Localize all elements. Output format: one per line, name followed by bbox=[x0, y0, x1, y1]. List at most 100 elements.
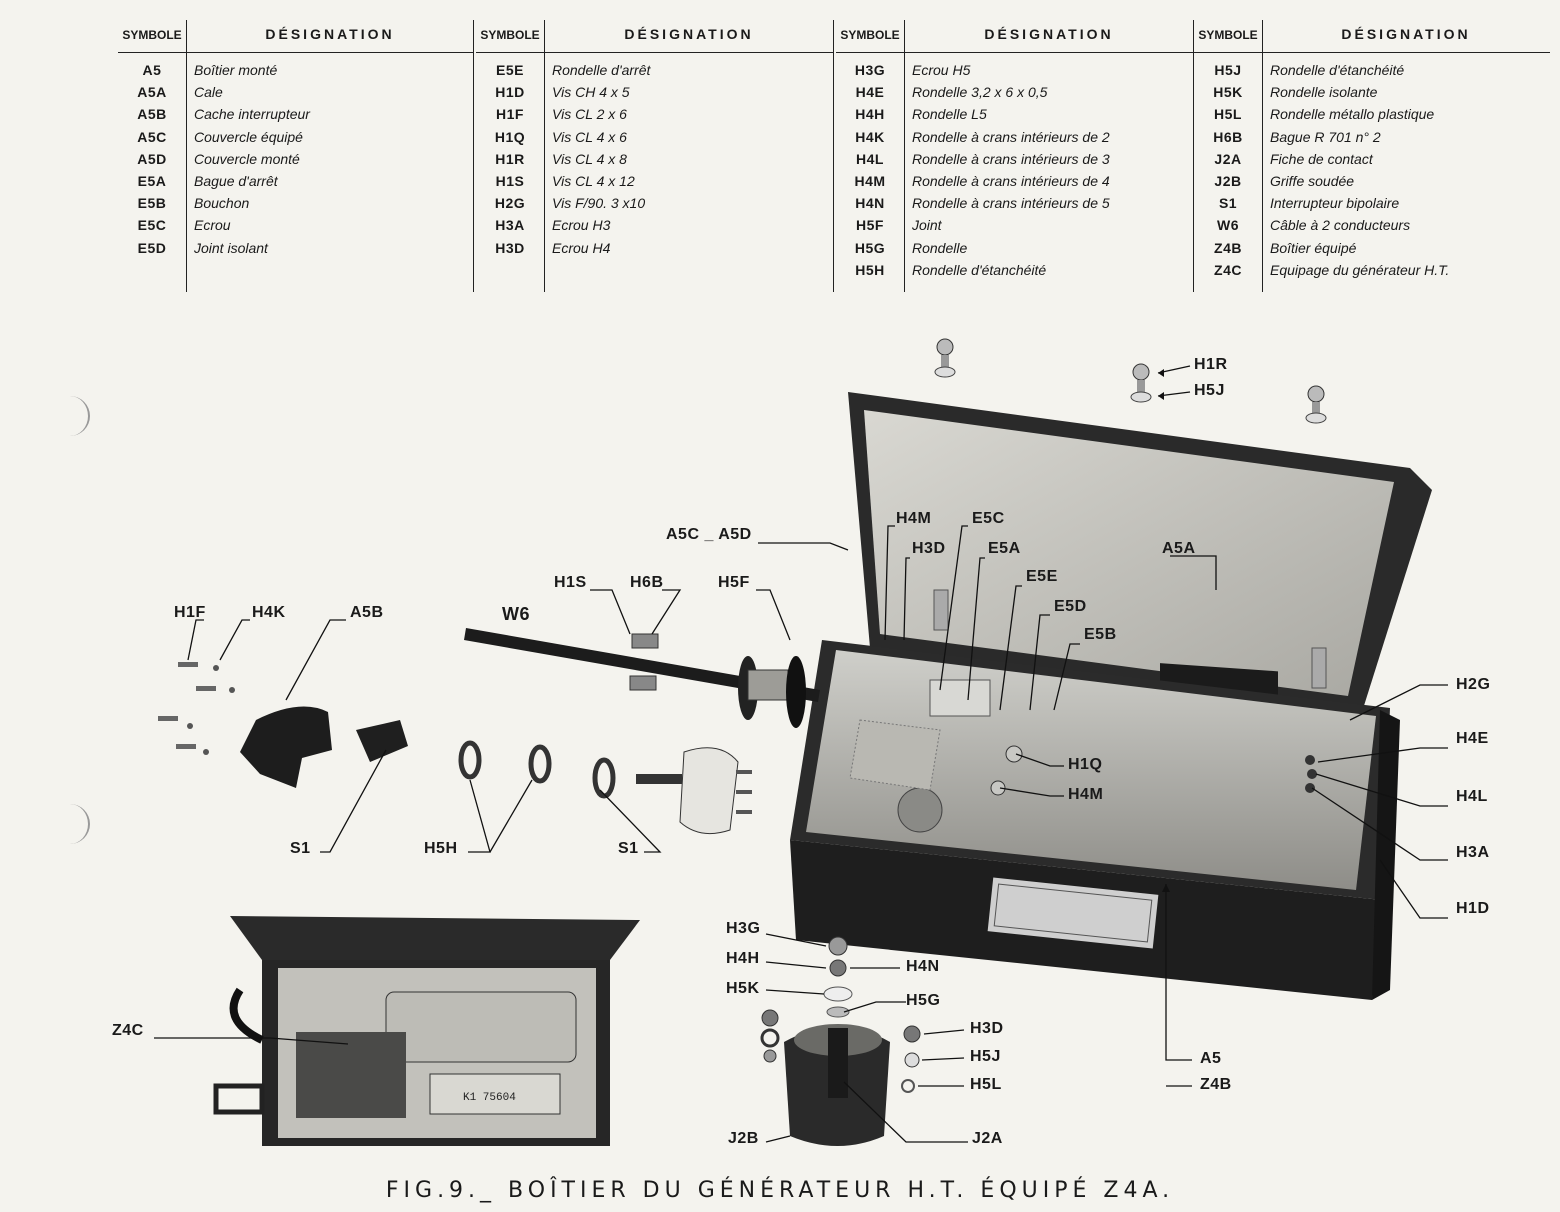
symbol-cell: H3D bbox=[495, 239, 525, 256]
symbol-cell: W6 bbox=[1217, 217, 1239, 234]
callout-z4b: Z4B bbox=[1200, 1076, 1232, 1093]
symbol-cell: H1R bbox=[495, 150, 525, 167]
designation-cell: Cale bbox=[194, 84, 223, 101]
callout-h5l: H5L bbox=[970, 1076, 1002, 1093]
column-header-designation: DÉSIGNATION bbox=[984, 26, 1114, 42]
designation-cell: Ecrou H5 bbox=[912, 62, 971, 78]
designation-cell: Rondelle bbox=[912, 239, 968, 256]
designation-cell: Ecrou H4 bbox=[552, 239, 611, 256]
symbol-cell: Z4C bbox=[1214, 261, 1242, 278]
callout-h2g: H2G bbox=[1456, 676, 1491, 693]
designation-cell: Joint isolant bbox=[194, 239, 268, 256]
designation-cell: Bouchon bbox=[194, 195, 250, 212]
callout-h3d-top: H3D bbox=[912, 540, 946, 557]
symbol-cell: A5 bbox=[142, 62, 162, 78]
table-row: H1S Vis CL 4 x 12 bbox=[476, 173, 834, 195]
callout-a5a: A5A bbox=[1162, 540, 1196, 557]
designation-cell: Ecrou bbox=[194, 217, 231, 234]
exploded-view-figure: K1 75604 H1R H5J A5C _ A5D H4M E5C H3D E… bbox=[0, 300, 1560, 1170]
column-header-designation: DÉSIGNATION bbox=[624, 26, 754, 42]
toggle-switch bbox=[679, 747, 739, 835]
table-row: W6 Câble à 2 conducteurs bbox=[1194, 217, 1550, 239]
callout-a5b: A5B bbox=[350, 604, 384, 621]
designation-cell: Rondelle à crans intérieurs de 5 bbox=[912, 195, 1110, 212]
callout-h3d-bot: H3D bbox=[970, 1020, 1004, 1037]
symbol-cell: H5J bbox=[1214, 62, 1242, 78]
designation-cell: Joint bbox=[912, 217, 942, 234]
callout-h4l: H4L bbox=[1456, 788, 1488, 805]
symbol-cell: J2A bbox=[1214, 150, 1242, 167]
designation-cell: Rondelle à crans intérieurs de 3 bbox=[912, 150, 1110, 167]
callout-e5b: E5B bbox=[1084, 626, 1117, 643]
symbol-cell: H5G bbox=[854, 239, 886, 256]
table-row: E5B Bouchon bbox=[118, 195, 474, 217]
designation-cell: Rondelle d'étanchéité bbox=[1270, 62, 1405, 78]
symbol-cell: E5D bbox=[137, 239, 167, 256]
callout-h5f: H5F bbox=[718, 574, 750, 591]
callout-j2b: J2B bbox=[728, 1130, 759, 1147]
binder-hole bbox=[66, 396, 90, 436]
callout-z4c: Z4C bbox=[112, 1022, 144, 1039]
callout-h5j-bot: H5J bbox=[970, 1048, 1001, 1065]
callout-h3g: H3G bbox=[726, 920, 761, 937]
designation-cell: Rondelle d'arrêt bbox=[552, 62, 651, 78]
symbol-cell: E5B bbox=[137, 195, 167, 212]
callout-h6b: H6B bbox=[630, 574, 664, 591]
column-header-designation: DÉSIGNATION bbox=[1341, 26, 1471, 42]
capacitor bbox=[385, 991, 577, 1063]
symbol-cell: E5E bbox=[496, 62, 524, 78]
symbol-cell: H5H bbox=[855, 261, 885, 278]
symbol-cell: H4E bbox=[855, 84, 885, 101]
symbol-cell: H4H bbox=[855, 106, 885, 123]
switch-cover bbox=[240, 706, 332, 788]
designation-cell: Vis CL 2 x 6 bbox=[552, 106, 627, 123]
leader-arrowheads bbox=[1158, 369, 1170, 892]
leader-lines bbox=[154, 365, 1448, 1143]
designation-cell: Vis CL 4 x 8 bbox=[552, 150, 627, 167]
callout-e5c: E5C bbox=[972, 510, 1005, 527]
lid-screws bbox=[934, 338, 1327, 424]
symbol-cell: H1S bbox=[495, 172, 525, 189]
callout-h4n: H4N bbox=[906, 958, 940, 975]
nameplate bbox=[987, 877, 1159, 949]
symbol-cell: H5L bbox=[1214, 106, 1242, 123]
capacitor-marking: K1 75604 bbox=[463, 1092, 516, 1104]
table-row: H5G Rondelle bbox=[836, 240, 1194, 262]
callout-h4h: H4H bbox=[726, 950, 760, 967]
symbol-cell: A5D bbox=[137, 150, 167, 167]
designation-cell: Bague d'arrêt bbox=[194, 172, 278, 189]
symbol-cell: J2B bbox=[1214, 172, 1242, 189]
figure-caption: FIG.9._ BOÎTIER DU GÉNÉRATEUR H.T. ÉQUIP… bbox=[385, 1178, 1175, 1203]
figure-drawing: K1 75604 bbox=[154, 338, 1448, 1146]
callout-h1f: H1F bbox=[174, 604, 206, 621]
symbol-cell: H4K bbox=[855, 128, 885, 145]
designation-cell: Equipage du générateur H.T. bbox=[1270, 261, 1450, 278]
designation-cell: Couvercle monté bbox=[194, 150, 300, 167]
designation-cell: Vis CL 4 x 12 bbox=[552, 172, 635, 189]
symbol-cell: H5F bbox=[856, 217, 884, 234]
designation-cell: Ecrou H3 bbox=[552, 217, 611, 234]
table-row: H3D Ecrou H4 bbox=[476, 240, 834, 262]
callout-w6: W6 bbox=[502, 604, 530, 624]
designation-cell: Câble à 2 conducteurs bbox=[1270, 217, 1411, 234]
designation-cell: Boîtier équipé bbox=[1270, 239, 1357, 256]
symbol-cell: H6B bbox=[1213, 128, 1243, 145]
table-row: Z4C Equipage du générateur H.T. bbox=[1194, 262, 1550, 284]
